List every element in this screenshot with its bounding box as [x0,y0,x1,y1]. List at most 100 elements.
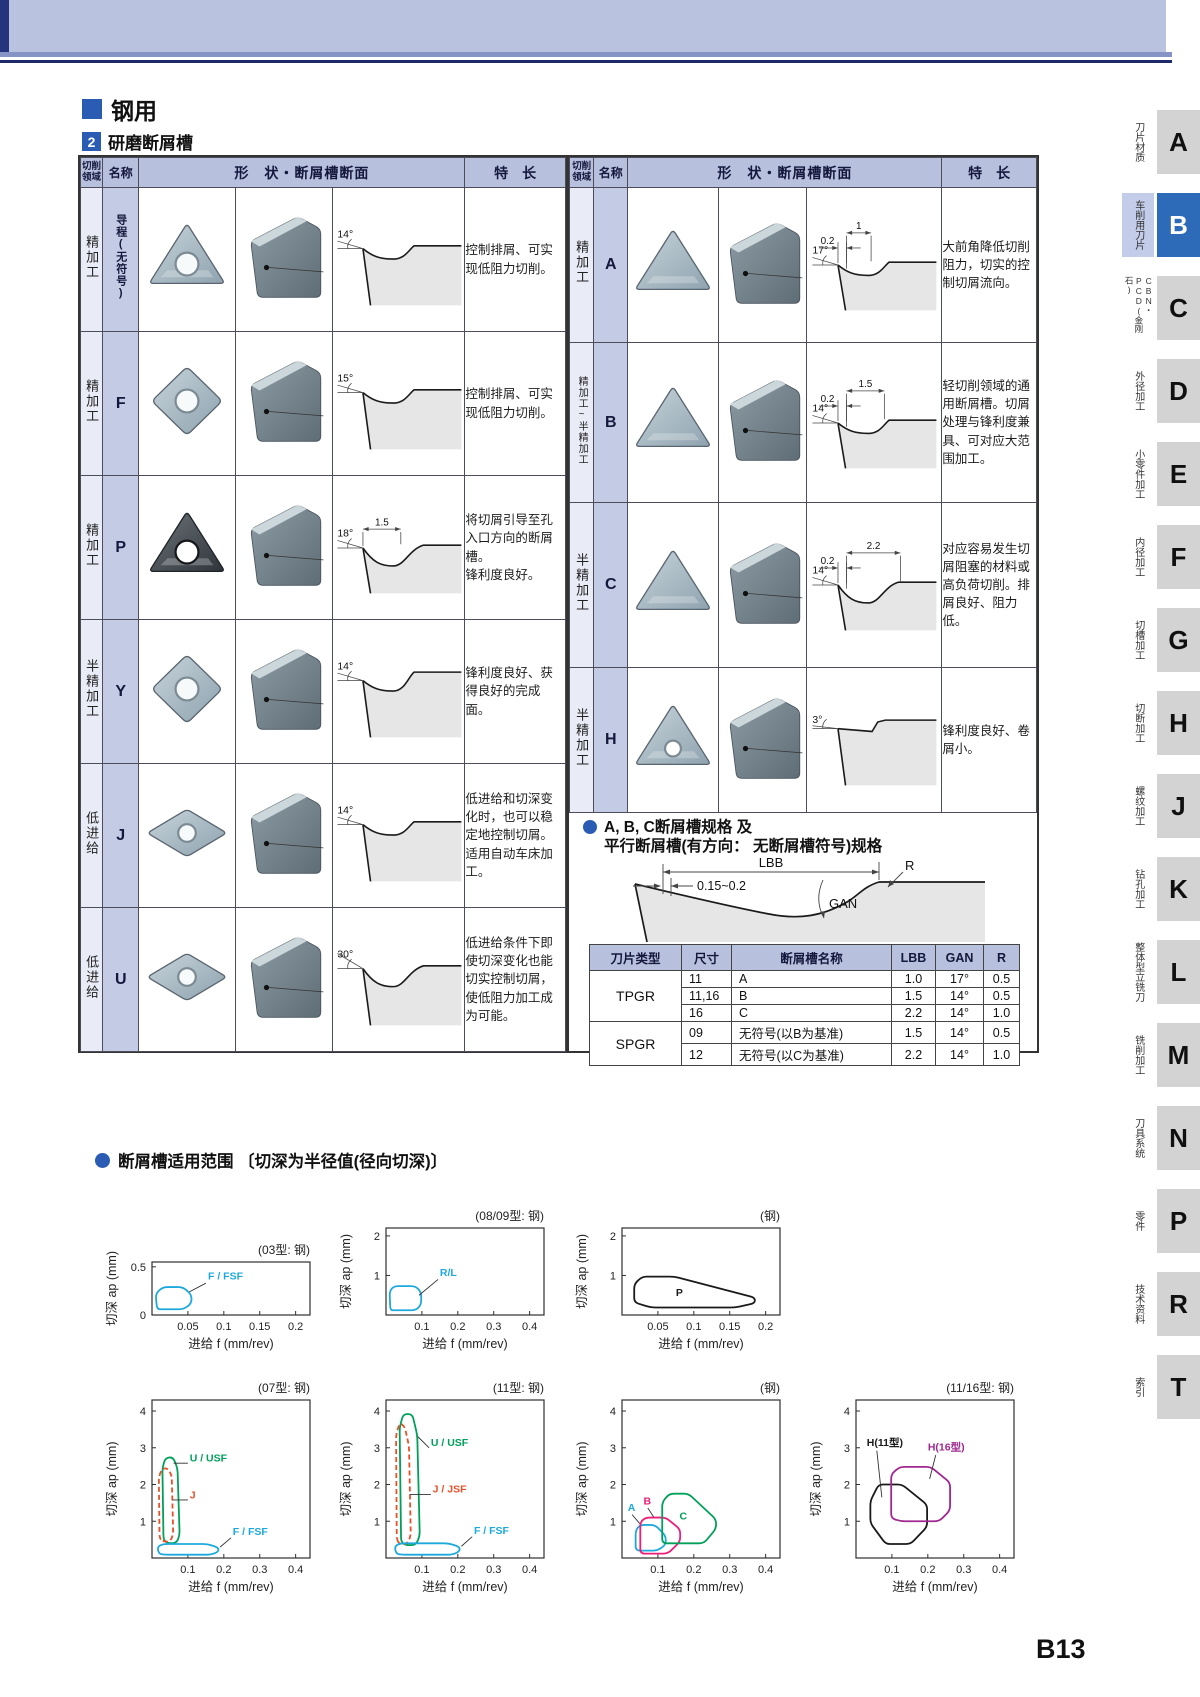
svg-text:0: 0 [140,1310,146,1322]
sidebar-tab-C[interactable]: C [1157,276,1200,340]
feature-text: 锋利度良好、卷屑小。 [941,667,1037,813]
sidebar-label-B: 车削用刀片 [1122,193,1154,257]
svg-text:2: 2 [374,1231,380,1243]
sidebar-label-H: 切断加工 [1132,703,1144,743]
spec-gan: 14° [935,1043,984,1066]
svg-text:0.4: 0.4 [288,1564,303,1576]
spec-r: 1.0 [983,1043,1020,1066]
sidebar-tab-J[interactable]: J [1157,774,1200,838]
charts-section-title-text: 断屑槽适用范围 〔切深为半径值(径向切深)〕 [118,1153,448,1171]
chipbreaker-name: P [102,475,140,620]
spec-row: TPGR 11 A 1.0 17° 0.5 [589,970,1020,1022]
svg-text:18°: 18° [337,528,353,539]
sidebar-tab-D[interactable]: D [1157,359,1200,423]
chipbreaker-name: B [593,342,629,503]
table-header-row: 切削领域 名称 形 状・断屑槽断面 特 长 [568,157,1037,188]
feature-text: 大前角降低切削阻力，切实的控制切屑流向。 [941,187,1037,343]
svg-text:0.1: 0.1 [414,1321,429,1333]
abc-spec-section: A, B, C断屑槽规格 及 平行断屑槽(有方向： 无断屑槽符号)规格 LBB … [569,812,1033,1066]
spec-size: 11 [681,970,732,988]
sidebar-tab-F[interactable]: F [1157,525,1200,589]
sidebar-tab-N[interactable]: N [1157,1106,1200,1170]
sidebar-label-K: 钻孔加工 [1132,869,1144,909]
sidebar-tab-H[interactable]: H [1157,691,1200,755]
sidebar-label-G: 切槽加工 [1132,620,1144,660]
dim-lbb-label: LBB [759,856,784,870]
table-row: 低进给 J 14° 低进给和切深变化时，也可以稳定地控制切屑。 适用自动车床加工… [79,763,566,908]
banner-notch [0,0,9,52]
svg-text:2: 2 [844,1480,850,1492]
sidebar-label-L: 整体型立铣刀 [1132,942,1144,1002]
table-row: 半精加工 Y 14° 锋利度良好、获得良好的完成面。 [79,619,566,764]
sidebar-tab-L[interactable]: L [1157,940,1200,1004]
cutting-area: 半精加工 [568,502,595,668]
svg-text:1: 1 [844,1516,850,1528]
svg-text:进给 f (mm/rev): 进给 f (mm/rev) [892,1580,977,1594]
svg-text:14°: 14° [813,566,829,577]
insert-closeup-photo [717,502,808,668]
sidebar-label-A: 刀片材质 [1132,122,1144,162]
insert-closeup-photo [717,667,808,813]
sidebar-tab-K[interactable]: K [1157,857,1200,921]
col-header-area: 切削领域 [568,157,595,188]
sidebar-label-M: 铣削加工 [1132,1035,1144,1075]
svg-text:30°: 30° [337,949,353,960]
svg-text:0.2: 0.2 [686,1564,701,1576]
svg-text:切深 ap (mm): 切深 ap (mm) [809,1441,823,1516]
col-header-shape: 形 状・断屑槽断面 [627,157,943,188]
svg-text:F / FSF: F / FSF [474,1525,510,1537]
sidebar-tab-M[interactable]: M [1157,1023,1200,1087]
spec-size: 09 [681,1021,732,1044]
sidebar-tab-R[interactable]: R [1157,1272,1200,1336]
spec-lbb: 1.5 [891,987,936,1005]
sidebar-label-C: CBN・PCD(金刚石) [1124,276,1154,333]
blue-square-icon [82,99,102,119]
sidebar-tab-G[interactable]: G [1157,608,1200,672]
table-row: 精加工 导程(无符号) 14° 控制排屑、可实现低阻力切削。 [79,187,566,332]
svg-text:4: 4 [610,1406,616,1418]
page-number: B13 [1036,1634,1086,1664]
sidebar-tab-B[interactable]: B [1157,193,1200,257]
svg-text:14°: 14° [337,805,353,816]
svg-text:切深 ap (mm): 切深 ap (mm) [575,1234,589,1309]
spec-row: 12 无符号(以C为基准) 2.2 14° 1.0 [590,1043,1020,1066]
svg-text:(钢): (钢) [760,1209,780,1223]
insert-photo [138,331,236,476]
spec-groove-name: 无符号(以B为基准) [731,1021,892,1044]
svg-text:14°: 14° [337,661,353,672]
insert-closeup-photo [234,907,333,1052]
svg-text:2: 2 [610,1231,616,1243]
spec-title-line2: 平行断屑槽(有方向： 无断屑槽符号)规格 [604,838,883,856]
col-header-shape: 形 状・断屑槽断面 [138,157,466,188]
svg-text:14°: 14° [337,229,353,240]
svg-text:0.4: 0.4 [992,1564,1007,1576]
svg-text:4: 4 [140,1406,146,1418]
chipbreaker-spec-table: 刀片类型 尺寸 断屑槽名称 LBB GAN R TPGR 11 A 1.0 17… [589,944,1020,1066]
svg-text:B: B [644,1496,652,1508]
sidebar-tab-E[interactable]: E [1157,442,1200,506]
col-header-feature: 特 长 [941,157,1037,188]
insert-photo [138,763,236,908]
svg-text:0.2: 0.2 [920,1564,935,1576]
sidebar-tab-A[interactable]: A [1157,110,1200,174]
svg-text:0.1: 0.1 [884,1564,899,1576]
groove-profile-diagram: 30° [331,907,466,1052]
cutting-area: 精加工 [79,475,104,620]
svg-text:切深 ap (mm): 切深 ap (mm) [339,1441,353,1516]
svg-text:15°: 15° [337,373,353,384]
sidebar-tab-T[interactable]: T [1157,1355,1200,1419]
svg-text:进给 f (mm/rev): 进给 f (mm/rev) [188,1337,273,1351]
insert-photo [627,342,719,503]
sidebar-tab-P[interactable]: P [1157,1189,1200,1253]
spec-row: 16 C 2.2 14° 1.0 [590,1004,1020,1022]
svg-text:进给 f (mm/rev): 进给 f (mm/rev) [422,1580,507,1594]
svg-text:4: 4 [374,1406,380,1418]
svg-text:F / FSF: F / FSF [208,1270,244,1282]
number-badge: 2 [82,132,101,151]
subsection-title-text: 研磨断屑槽 [108,134,193,153]
svg-text:0.5: 0.5 [131,1262,146,1274]
chipbreaker-name: F [102,331,140,476]
spec-col-name: 断屑槽名称 [731,944,892,971]
